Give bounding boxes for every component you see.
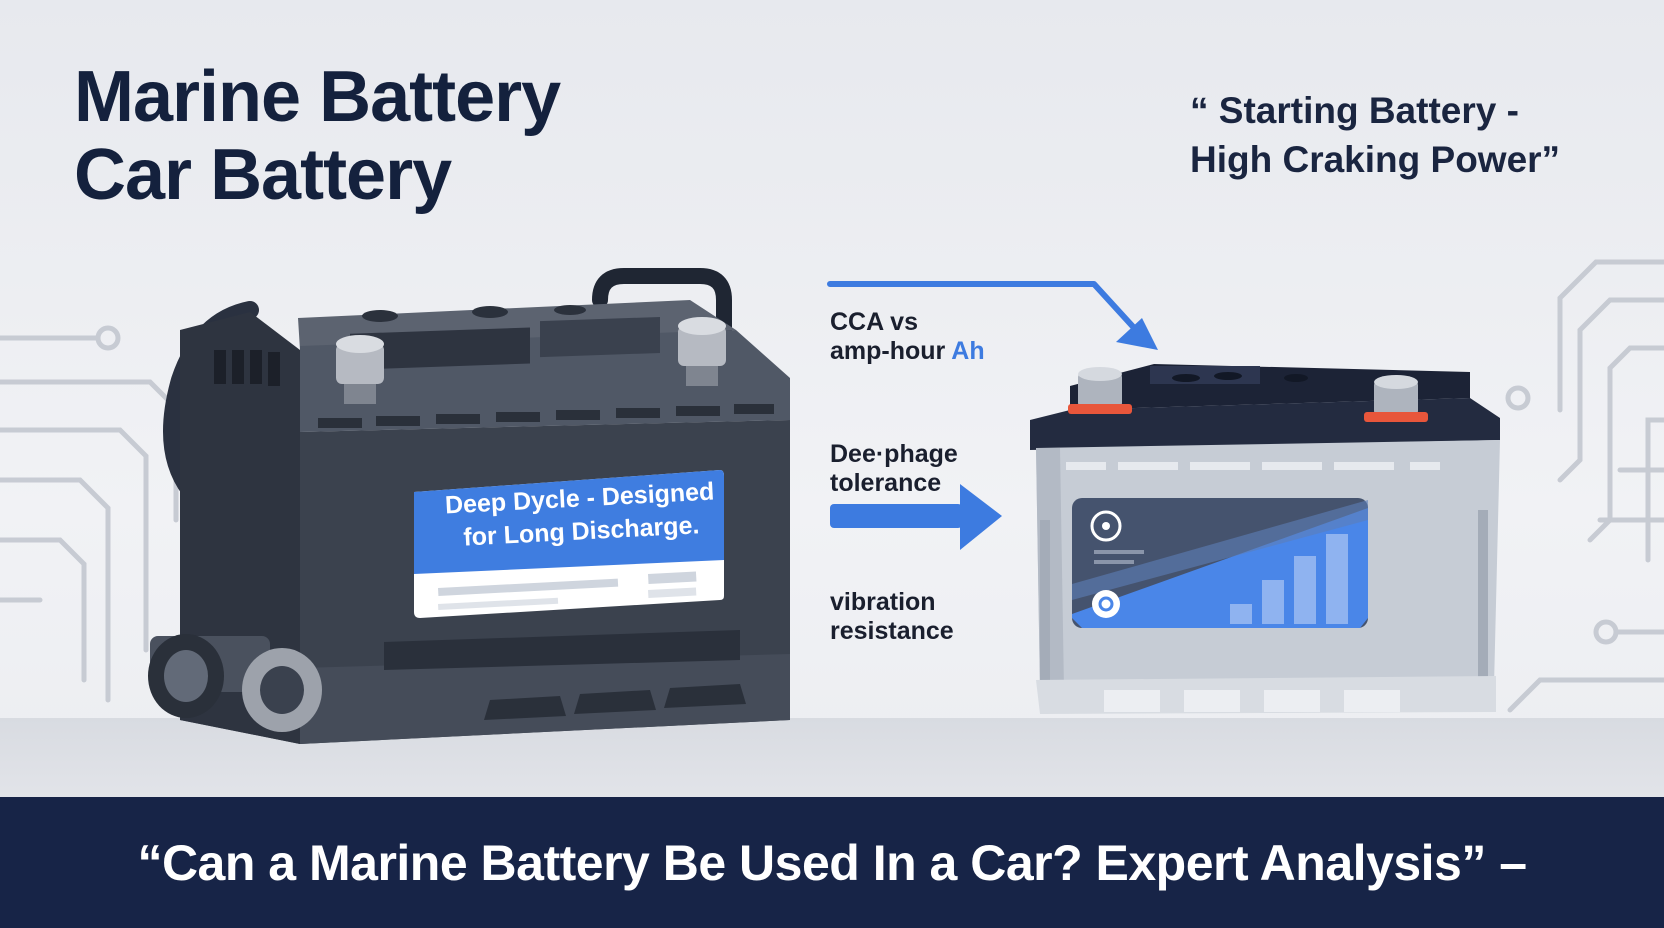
title-line-1: Marine Battery xyxy=(74,57,561,137)
vibration-line-2: resistance xyxy=(830,617,954,645)
quote-line-2: High Craking Power” xyxy=(1190,139,1561,180)
title-line-2: Car Battery xyxy=(74,135,452,215)
arrow-top-icon xyxy=(827,281,1158,350)
quote-line-1: “ Starting Battery - xyxy=(1190,90,1519,131)
main-title: Marine Battery Car Battery xyxy=(74,57,561,215)
arrow-middle-icon xyxy=(830,484,1002,550)
discharge-line-2: tolerance xyxy=(830,469,942,497)
discharge-tolerance-label: Dee·phage tolerance xyxy=(830,440,958,498)
circuit-traces-right xyxy=(1505,259,1664,713)
vibration-line-1: vibration xyxy=(830,588,936,616)
marine-battery-illustration xyxy=(148,268,790,744)
footer-headline: “Can a Marine Battery Be Used In a Car? … xyxy=(137,834,1527,891)
cca-label: CCA vs amp-hour Ah xyxy=(830,308,985,366)
starting-battery-quote: “ Starting Battery - High Craking Power” xyxy=(1190,86,1560,184)
cca-line-1: CCA vs xyxy=(830,308,918,336)
vibration-resistance-label: vibration resistance xyxy=(830,588,954,646)
cca-line-2-accent: Ah xyxy=(951,337,985,365)
discharge-line-1: Dee·phage xyxy=(830,440,958,468)
footer-banner: “Can a Marine Battery Be Used In a Car? … xyxy=(0,797,1664,928)
cca-line-2: amp-hour Ah xyxy=(830,337,985,366)
cca-line-2-prefix: amp-hour xyxy=(830,337,952,365)
car-battery-illustration xyxy=(1030,364,1500,714)
